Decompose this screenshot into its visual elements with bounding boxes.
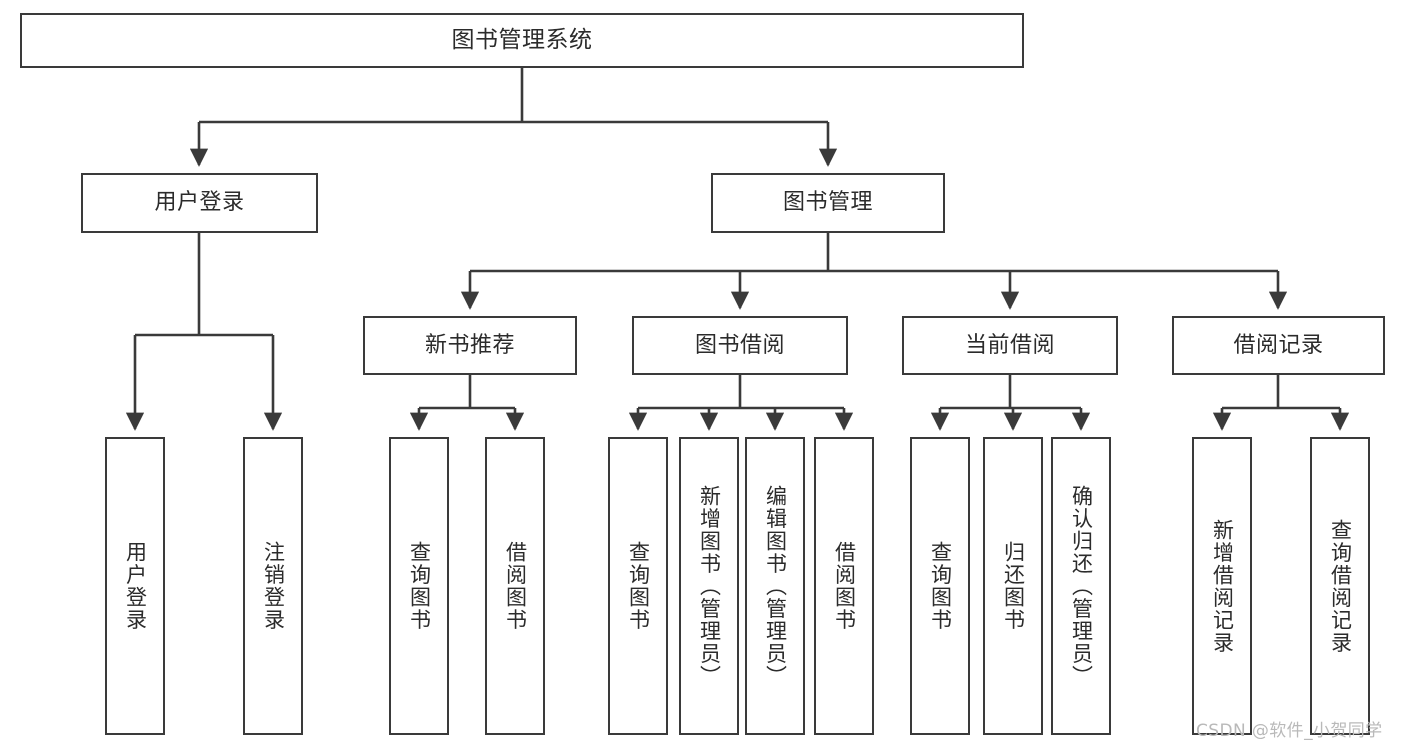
node-borrow-records[interactable]: 借阅记录 <box>1172 316 1385 375</box>
node-leaf-query-book-2[interactable]: 查询图书 <box>608 437 668 735</box>
node-leaf-query-borrow-record-label: 查询借阅记录 <box>1328 518 1353 654</box>
node-leaf-borrow-book-2[interactable]: 借阅图书 <box>814 437 874 735</box>
node-new-book-recommend[interactable]: 新书推荐 <box>363 316 577 375</box>
node-book-management-label: 图书管理 <box>782 190 873 216</box>
node-leaf-query-book-3-label: 查询图书 <box>928 541 953 631</box>
node-user-login[interactable]: 用户登录 <box>81 173 318 233</box>
node-leaf-return-book-label: 归还图书 <box>1001 541 1026 631</box>
node-leaf-add-book-admin[interactable]: 新增图书（管理员） <box>679 437 739 735</box>
node-leaf-query-book-3[interactable]: 查询图书 <box>910 437 970 735</box>
node-leaf-query-book-1[interactable]: 查询图书 <box>389 437 449 735</box>
node-leaf-logout-label: 注销登录 <box>261 541 286 631</box>
node-leaf-borrow-book-1[interactable]: 借阅图书 <box>485 437 545 735</box>
node-leaf-confirm-return-admin[interactable]: 确认归还（管理员） <box>1051 437 1111 735</box>
node-leaf-borrow-book-1-label: 借阅图书 <box>503 541 528 631</box>
csdn-watermark: CSDN @软件_小贺同学 <box>1196 721 1383 741</box>
node-current-borrow[interactable]: 当前借阅 <box>902 316 1118 375</box>
node-leaf-borrow-book-2-label: 借阅图书 <box>832 541 857 631</box>
node-leaf-query-book-1-label: 查询图书 <box>407 541 432 631</box>
node-book-borrow-label: 图书借阅 <box>694 332 785 358</box>
node-leaf-add-borrow-record[interactable]: 新增借阅记录 <box>1192 437 1252 735</box>
node-leaf-edit-book-admin-label: 编辑图书（管理员） <box>763 484 788 688</box>
node-leaf-confirm-return-admin-label: 确认归还（管理员） <box>1069 484 1094 688</box>
node-leaf-add-borrow-record-label: 新增借阅记录 <box>1210 518 1235 654</box>
node-current-borrow-label: 当前借阅 <box>964 332 1055 358</box>
node-root-label: 图书管理系统 <box>451 27 593 54</box>
node-leaf-return-book[interactable]: 归还图书 <box>983 437 1043 735</box>
node-root[interactable]: 图书管理系统 <box>20 13 1024 68</box>
node-leaf-user-login[interactable]: 用户登录 <box>105 437 165 735</box>
node-leaf-query-borrow-record[interactable]: 查询借阅记录 <box>1310 437 1370 735</box>
node-new-book-recommend-label: 新书推荐 <box>424 332 515 358</box>
node-borrow-records-label: 借阅记录 <box>1233 332 1324 358</box>
node-leaf-user-login-label: 用户登录 <box>123 541 148 631</box>
node-leaf-logout[interactable]: 注销登录 <box>243 437 303 735</box>
node-leaf-query-book-2-label: 查询图书 <box>626 541 651 631</box>
node-leaf-add-book-admin-label: 新增图书（管理员） <box>697 484 722 688</box>
node-user-login-label: 用户登录 <box>154 190 245 216</box>
node-book-management[interactable]: 图书管理 <box>711 173 945 233</box>
node-book-borrow[interactable]: 图书借阅 <box>632 316 848 375</box>
node-leaf-edit-book-admin[interactable]: 编辑图书（管理员） <box>745 437 805 735</box>
